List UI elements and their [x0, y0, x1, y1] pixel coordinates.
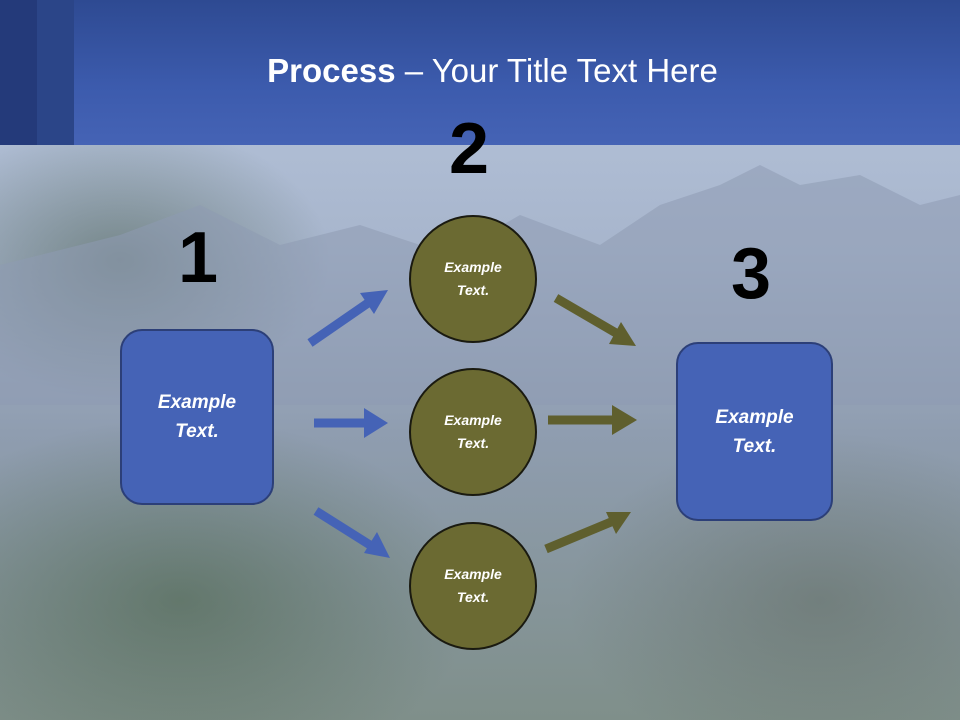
header-bar [0, 0, 960, 145]
title-rest: – Your Title Text Here [395, 52, 718, 89]
left-box-text: Example Text. [157, 392, 237, 442]
circle-middle: Example Text. [409, 368, 537, 496]
arrow-to-top-circle [307, 299, 371, 347]
arrow-head [360, 290, 388, 314]
arrow-from-bottom-circle [544, 517, 613, 554]
step-number-2: 2 [449, 109, 490, 189]
circle-middle-text: Example Text. [444, 412, 502, 451]
right-step-box: Example Text. [676, 342, 833, 521]
arrow-head [609, 322, 636, 346]
header-accent-strip [37, 0, 74, 145]
step-number-3: 3 [731, 234, 772, 314]
left-step-box: Example Text. [120, 329, 274, 505]
arrow-head [364, 408, 388, 438]
arrow-head [606, 512, 631, 534]
circle-top: Example Text. [409, 215, 537, 343]
arrow-head [612, 405, 637, 435]
arrow-to-bottom-circle [313, 507, 373, 549]
right-box-text: Example Text. [715, 406, 794, 457]
arrow-from-top-circle [553, 294, 619, 337]
title-bold: Process [267, 52, 396, 89]
slide-title: Process – Your Title Text Here [0, 52, 960, 90]
circle-top-text: Example Text. [444, 259, 502, 298]
header-accent-strip [0, 0, 37, 145]
circle-bottom-text: Example Text. [444, 566, 502, 605]
arrow-head [364, 532, 390, 558]
step-number-1: 1 [178, 218, 219, 298]
circle-bottom: Example Text. [409, 522, 537, 650]
